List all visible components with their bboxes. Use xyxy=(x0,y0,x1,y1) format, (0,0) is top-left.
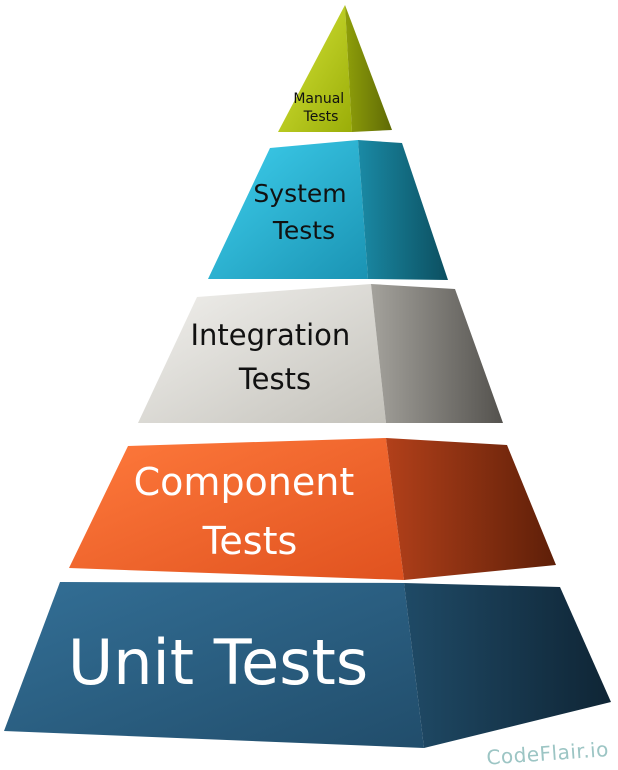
tier-manual-tests: Manual Tests xyxy=(278,5,392,132)
tier-system-line-2: Tests xyxy=(272,216,335,245)
tier-integration-side xyxy=(371,284,503,423)
tier-system-side xyxy=(358,140,448,280)
tier-manual-line-2: Tests xyxy=(303,109,339,125)
tier-unit-front xyxy=(4,582,424,748)
tier-component-label: Component Tests xyxy=(134,460,367,563)
tier-manual-label: Manual Tests xyxy=(293,91,348,125)
tier-system-front xyxy=(208,140,368,279)
tier-integration-label: Integration Tests xyxy=(190,318,359,396)
tier-manual-line-1: Manual xyxy=(293,91,344,107)
tier-manual-front xyxy=(278,5,352,132)
tier-system-line-1: System xyxy=(253,179,346,208)
tier-system-tests: System Tests xyxy=(208,140,448,280)
tier-component-front xyxy=(69,438,404,580)
tier-integration-line-1: Integration xyxy=(190,318,350,352)
tier-component-side xyxy=(386,438,556,580)
tier-system-label: System Tests xyxy=(253,179,354,245)
tier-component-line-2: Tests xyxy=(202,519,298,563)
tier-unit-side xyxy=(404,583,611,748)
tier-integration-front xyxy=(138,284,386,423)
tier-integration-line-2: Tests xyxy=(238,362,311,396)
tier-unit-tests: Unit Tests xyxy=(4,582,611,748)
tier-manual-side xyxy=(345,5,392,132)
tier-component-line-1: Component xyxy=(134,460,355,504)
tier-integration-tests: Integration Tests xyxy=(138,284,503,423)
tier-component-tests: Component Tests xyxy=(69,438,556,580)
tier-unit-label: Unit Tests xyxy=(68,626,368,699)
